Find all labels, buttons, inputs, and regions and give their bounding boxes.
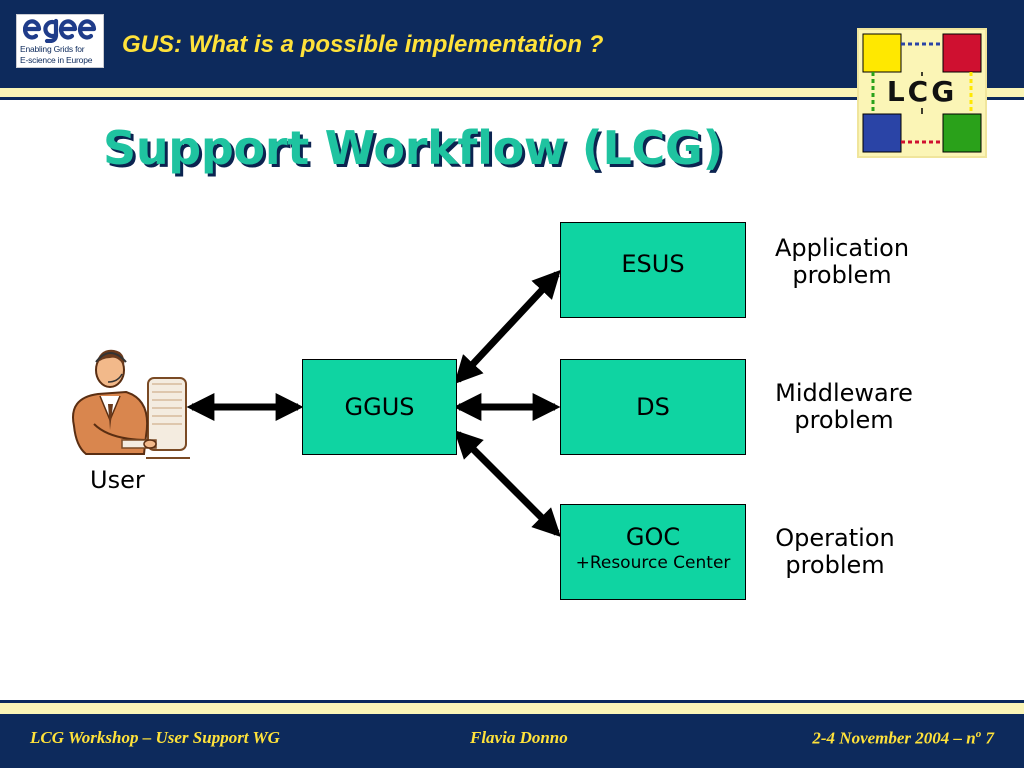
operation-problem-line1: Operation bbox=[775, 524, 895, 552]
esus-label: ESUS bbox=[621, 250, 685, 278]
footer-bar bbox=[0, 714, 1024, 768]
footer-date-page: 2-4 November 2004 – no 7 bbox=[812, 728, 994, 749]
header-bar bbox=[0, 0, 1024, 88]
footer-date: 2-4 November 2004 – n bbox=[812, 728, 976, 748]
footer-left-text: LCG Workshop – User Support WG bbox=[30, 728, 280, 747]
egee-tagline-2: E-science in Europe bbox=[20, 55, 93, 65]
ggus-label: GGUS bbox=[344, 393, 415, 421]
application-problem-label: Application problem bbox=[757, 235, 927, 289]
footer-stripe bbox=[0, 700, 1024, 714]
footer-author: Flavia Donno bbox=[470, 728, 568, 747]
application-problem-line2: problem bbox=[792, 261, 892, 289]
lcg-logo: LCG bbox=[857, 28, 987, 158]
arrow-ggus-goc bbox=[454, 430, 561, 537]
user-label: User bbox=[90, 466, 145, 494]
middleware-problem-line2: problem bbox=[794, 406, 894, 434]
goc-node: GOC +Resource Center bbox=[560, 504, 746, 600]
ds-node: DS bbox=[560, 359, 746, 455]
operation-problem-line2: problem bbox=[785, 551, 885, 579]
footer-number-sign: o bbox=[975, 728, 982, 740]
egee-logo: Enabling Grids for E-science in Europe bbox=[16, 14, 104, 68]
ggus-node: GGUS bbox=[302, 359, 457, 455]
header-stripe bbox=[0, 88, 1024, 100]
application-problem-line1: Application bbox=[774, 234, 910, 262]
esus-node: ESUS bbox=[560, 222, 746, 318]
ds-label: DS bbox=[636, 393, 670, 421]
operation-problem-label: Operation problem bbox=[750, 525, 920, 579]
middleware-problem-line1: Middleware bbox=[775, 379, 913, 407]
footer-page-number: 7 bbox=[981, 728, 995, 748]
arrow-ggus-esus bbox=[454, 269, 561, 385]
lcg-logo-text: LCG bbox=[881, 76, 963, 108]
egee-tagline-1: Enabling Grids for bbox=[20, 44, 85, 54]
middleware-problem-label: Middleware problem bbox=[759, 380, 929, 434]
user-at-computer-icon bbox=[72, 349, 190, 459]
header-title: GUS: What is a possible implementation ? bbox=[122, 31, 604, 58]
slide-title: Support Workflow (LCG) bbox=[103, 121, 724, 175]
egee-wordmark bbox=[23, 18, 97, 43]
goc-sublabel: +Resource Center bbox=[575, 553, 731, 573]
goc-label: GOC bbox=[625, 523, 681, 551]
